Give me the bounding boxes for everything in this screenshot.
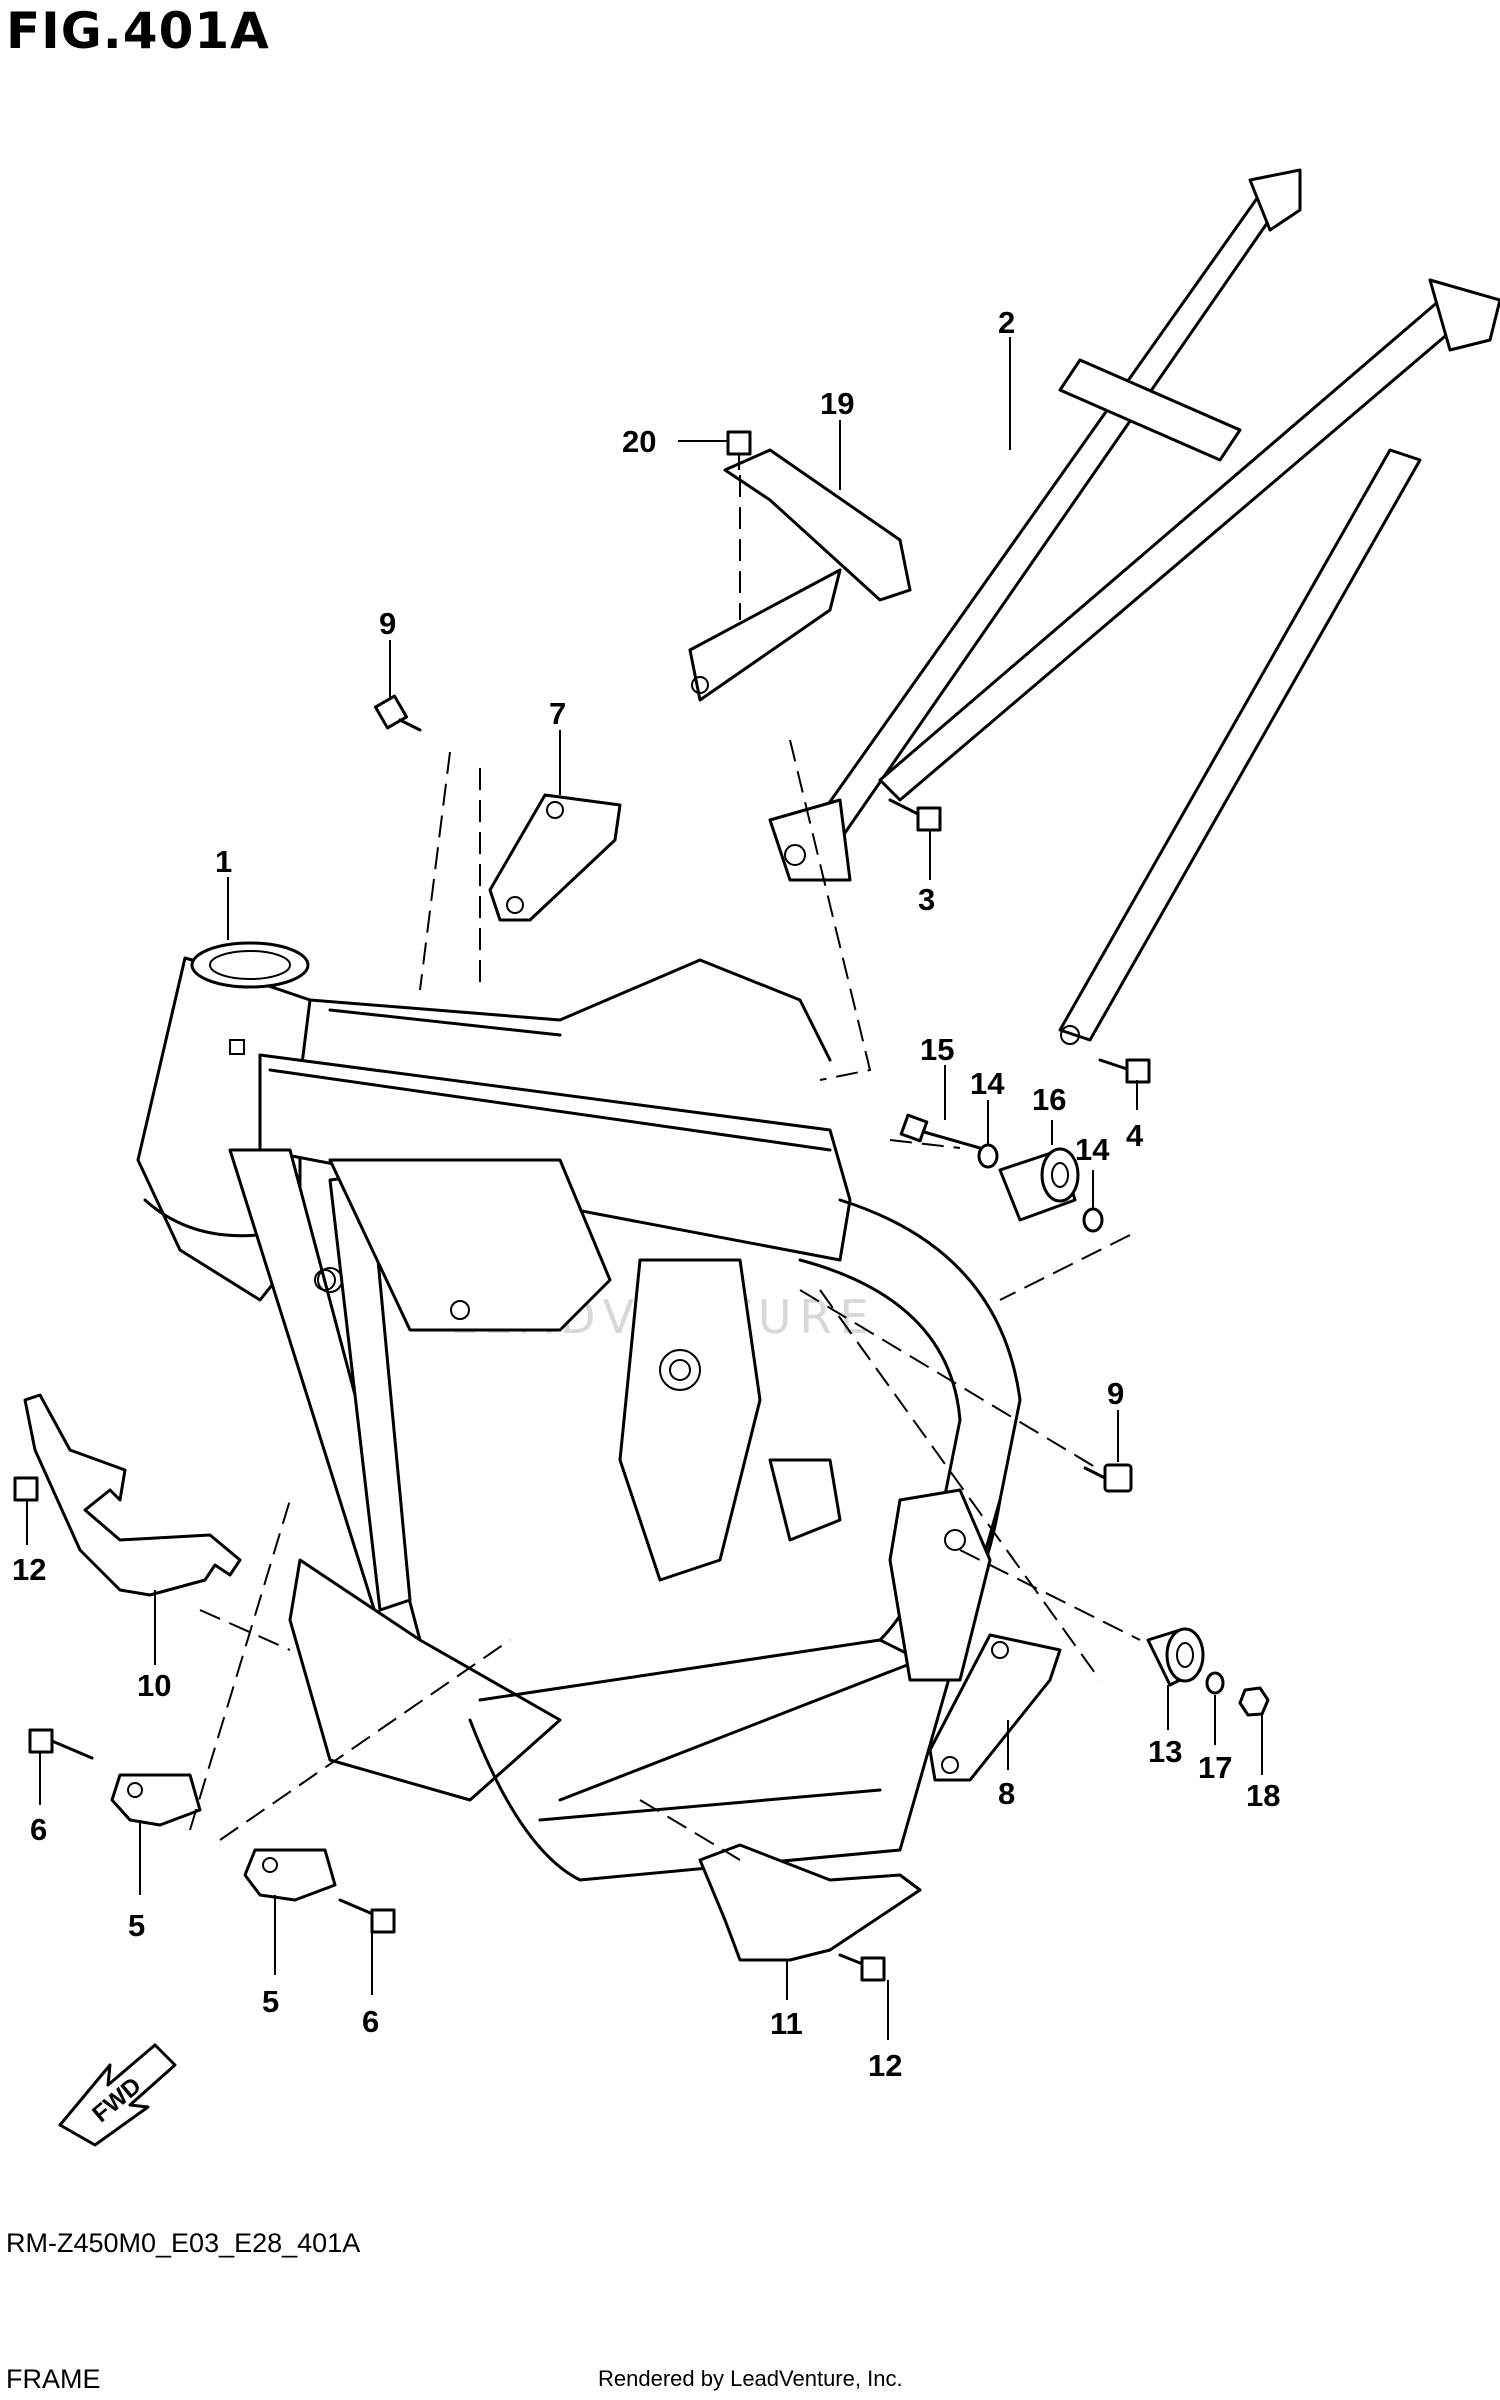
collar-13 bbox=[1146, 1627, 1205, 1687]
callout-8: 8 bbox=[998, 1776, 1015, 1811]
bolt-12-left bbox=[13, 1476, 39, 1502]
callouts: 1 2 3 4 5 5 6 6 7 8 9 9 10 11 12 12 13 1… bbox=[12, 305, 1280, 2083]
bolt-6-lower bbox=[338, 1898, 396, 1934]
nut-18 bbox=[1238, 1686, 1270, 1717]
callout-5-upper: 5 bbox=[128, 1908, 145, 1943]
callout-20: 20 bbox=[622, 424, 656, 459]
callout-14-left: 14 bbox=[970, 1066, 1005, 1101]
bracket-19 bbox=[688, 448, 912, 702]
bracket-7 bbox=[488, 793, 622, 922]
model-code: RM-Z450M0_E03_E28_401A bbox=[6, 2228, 361, 2258]
washer-14-right bbox=[1082, 1207, 1104, 1233]
callout-5-lower: 5 bbox=[262, 1984, 279, 2019]
callout-12-left: 12 bbox=[12, 1552, 46, 1587]
bolt-9-lower bbox=[1083, 1463, 1133, 1493]
bolt-3 bbox=[888, 798, 942, 832]
callout-3: 3 bbox=[918, 882, 935, 917]
callout-6-upper: 6 bbox=[30, 1812, 47, 1847]
callout-6-lower: 6 bbox=[362, 2004, 379, 2039]
guard-11 bbox=[698, 1843, 922, 1962]
callout-4: 4 bbox=[1126, 1118, 1144, 1153]
callout-11: 11 bbox=[770, 2006, 803, 2041]
bolt-4 bbox=[1098, 1058, 1151, 1084]
callout-16: 16 bbox=[1032, 1082, 1066, 1117]
guard-10 bbox=[23, 1393, 242, 1597]
rendered-by: Rendered by LeadVenture, Inc. bbox=[598, 2366, 903, 2391]
callout-2: 2 bbox=[998, 305, 1015, 340]
washer-17 bbox=[1205, 1671, 1225, 1695]
assembly-lines bbox=[189, 475, 1141, 1861]
callout-9-upper: 9 bbox=[379, 606, 396, 641]
callout-17: 17 bbox=[1198, 1750, 1232, 1785]
bolt-9-upper bbox=[373, 694, 422, 732]
bolt-20 bbox=[726, 430, 752, 470]
rear-subframe bbox=[768, 168, 1500, 1045]
figure-title: FIG.401A bbox=[6, 2, 270, 60]
callout-15: 15 bbox=[920, 1032, 954, 1067]
bolt-15 bbox=[899, 1113, 982, 1150]
callout-13: 13 bbox=[1148, 1734, 1182, 1769]
callout-18: 18 bbox=[1246, 1778, 1280, 1813]
callout-7: 7 bbox=[549, 696, 566, 731]
bracket-8 bbox=[928, 1633, 1062, 1782]
main-frame bbox=[136, 941, 1022, 1882]
callout-10: 10 bbox=[137, 1668, 171, 1703]
fwd-arrow: FWD bbox=[58, 2043, 177, 2147]
callout-1: 1 bbox=[215, 844, 232, 879]
washer-14-left bbox=[977, 1143, 999, 1169]
plate-5-upper bbox=[110, 1773, 202, 1827]
collar-16 bbox=[998, 1147, 1080, 1222]
leader-lines bbox=[26, 337, 1263, 2040]
callout-19: 19 bbox=[820, 386, 854, 421]
callout-14-right: 14 bbox=[1075, 1132, 1110, 1167]
section-name: FRAME bbox=[6, 2364, 101, 2394]
callout-12-right: 12 bbox=[868, 2048, 902, 2083]
bolt-12-right bbox=[838, 1953, 886, 1982]
callout-9-lower: 9 bbox=[1107, 1376, 1124, 1411]
plate-5-lower bbox=[243, 1848, 337, 1902]
